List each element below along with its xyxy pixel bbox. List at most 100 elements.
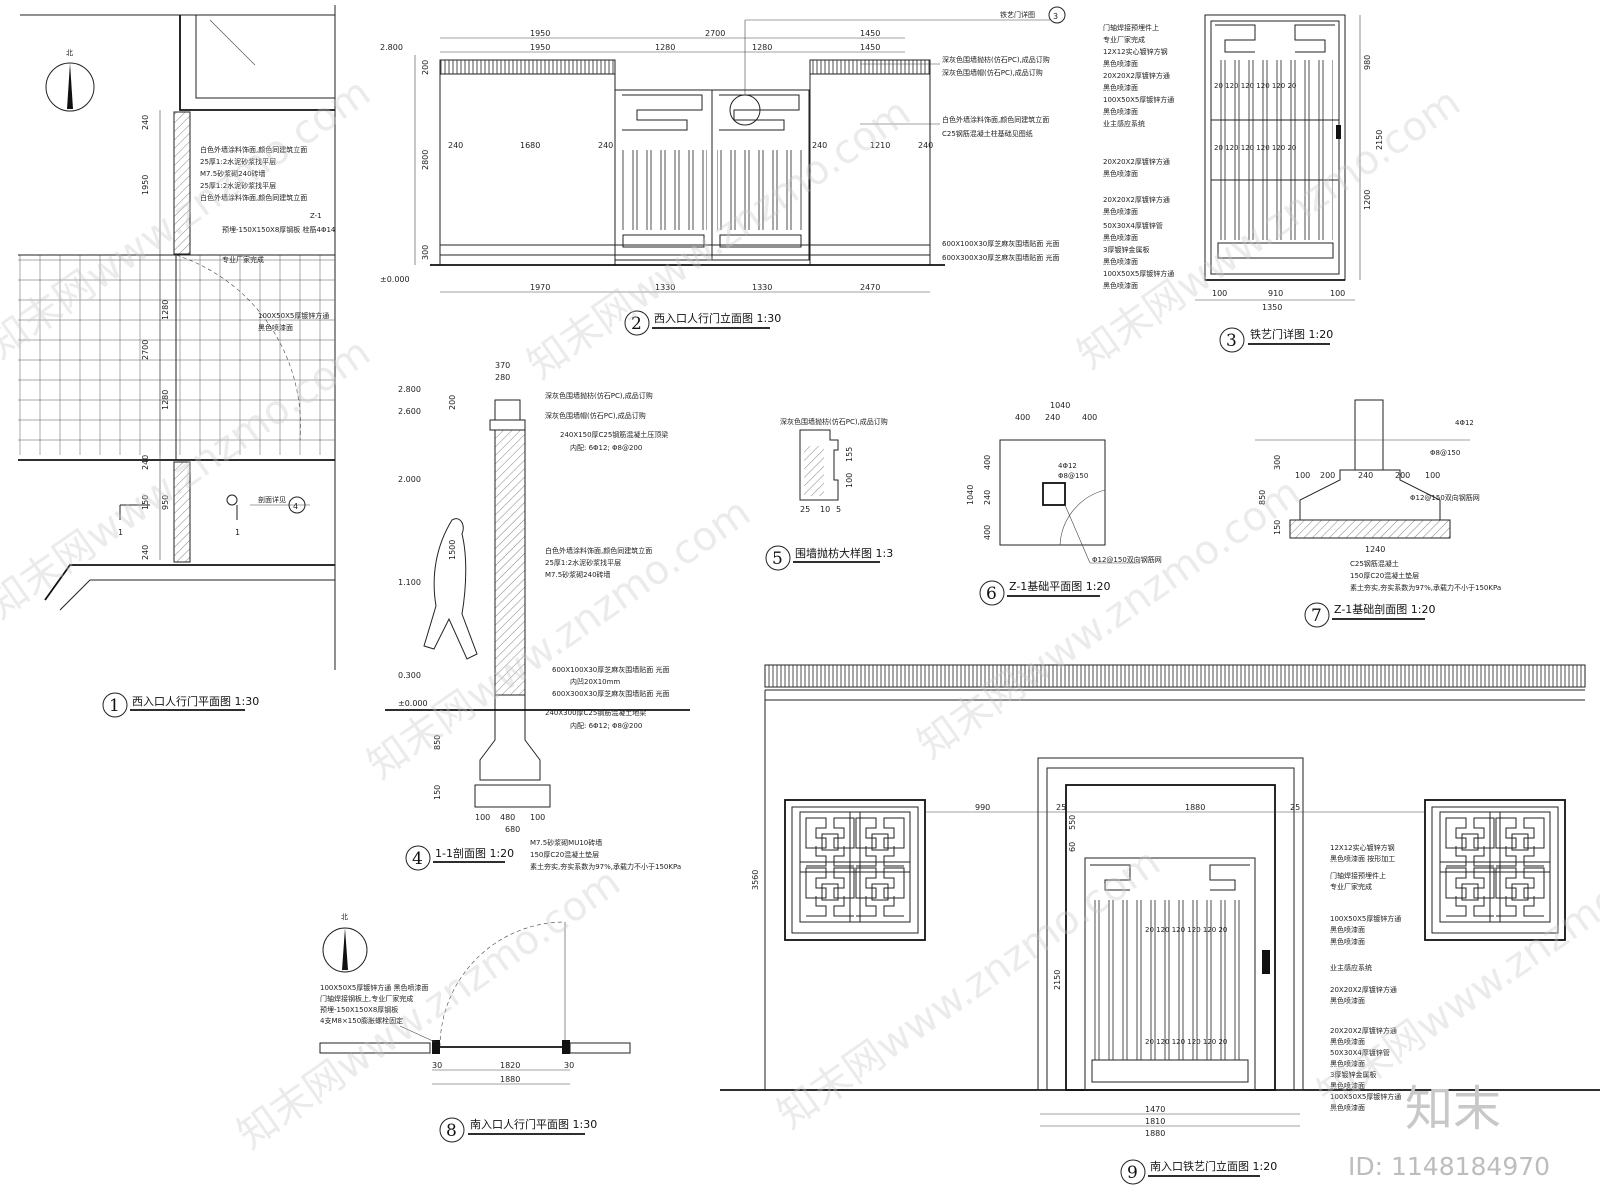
- svg-text:黑色喷漆面: 黑色喷漆面: [1103, 207, 1138, 216]
- svg-text:1950: 1950: [141, 175, 150, 195]
- svg-text:知末网www.znzmo.com: 知末网www.znzmo.com: [359, 489, 758, 788]
- svg-text:Φ12@150双向钢筋网: Φ12@150双向钢筋网: [1410, 493, 1480, 502]
- svg-text:黑色喷漆面: 黑色喷漆面: [1103, 59, 1138, 68]
- svg-text:1330: 1330: [752, 283, 772, 292]
- svg-text:白色外墙涂料饰面,颜色同建筑立面: 白色外墙涂料饰面,颜色同建筑立面: [942, 115, 1049, 124]
- svg-text:1280: 1280: [752, 43, 772, 52]
- svg-text:Z-1: Z-1: [310, 212, 322, 220]
- svg-text:黑色喷漆面: 黑色喷漆面: [1103, 107, 1138, 116]
- svg-text:25厚1:2水泥砂浆找平层: 25厚1:2水泥砂浆找平层: [200, 181, 276, 190]
- svg-text:专业厂家完成: 专业厂家完成: [1330, 882, 1372, 891]
- svg-text:680: 680: [505, 825, 520, 834]
- svg-text:550: 550: [1068, 815, 1077, 830]
- svg-text:黑色喷漆面: 黑色喷漆面: [1330, 937, 1365, 946]
- svg-text:280: 280: [495, 373, 510, 382]
- svg-text:3厚镀锌金属板: 3厚镀锌金属板: [1103, 245, 1149, 254]
- svg-text:1200: 1200: [1363, 190, 1372, 210]
- svg-text:黑色喷漆面: 黑色喷漆面: [1330, 1059, 1365, 1068]
- svg-text:100X50X5厚镀锌方通: 100X50X5厚镀锌方通: [1103, 269, 1174, 278]
- svg-text:150厚C20混凝土垫层: 150厚C20混凝土垫层: [1350, 571, 1419, 580]
- brand-logo: 知末: [1405, 1081, 1501, 1137]
- drawing-3-gate-detail: 门轴焊接预埋件上 专业厂家完成 12X12实心镀锌方钢 黑色喷漆面 20X20X…: [1103, 14, 1384, 353]
- svg-text:Φ8@150: Φ8@150: [1058, 472, 1088, 480]
- svg-text:150厚C20混凝土垫层: 150厚C20混凝土垫层: [530, 850, 599, 859]
- svg-text:2800: 2800: [421, 150, 430, 170]
- drawing-6-plan: 1040 400 240 400 400 240 400 1040 4Φ12 Φ…: [966, 401, 1162, 606]
- svg-text:黑色喷漆面: 黑色喷漆面: [1103, 169, 1138, 178]
- svg-text:100: 100: [475, 813, 490, 822]
- svg-text:20X20X2厚镀锌方通: 20X20X2厚镀锌方通: [1330, 1026, 1397, 1035]
- svg-text:黑色喷漆面: 黑色喷漆面: [1103, 257, 1138, 266]
- svg-text:50X30X4厚镀锌管: 50X30X4厚镀锌管: [1103, 221, 1163, 230]
- svg-text:内配: 6Φ12; Φ8@200: 内配: 6Φ12; Φ8@200: [570, 721, 642, 730]
- drawing-2-title: 西入口人行门立面图 1:30: [654, 311, 781, 325]
- svg-text:1: 1: [118, 528, 123, 537]
- svg-text:2700: 2700: [705, 29, 725, 38]
- svg-text:1970: 1970: [530, 283, 550, 292]
- svg-text:100X50X5厚镀锌方通: 100X50X5厚镀锌方通: [1103, 95, 1174, 104]
- svg-text:25厚1:2水泥砂浆找平层: 25厚1:2水泥砂浆找平层: [545, 558, 621, 567]
- svg-text:黑色喷漆面: 黑色喷漆面: [1330, 925, 1365, 934]
- svg-text:0.300: 0.300: [398, 671, 421, 680]
- svg-text:黑色喷漆面: 黑色喷漆面: [258, 323, 293, 332]
- svg-text:20 120 120 120 120 20: 20 120 120 120 120 20: [1214, 144, 1296, 152]
- drawing-8-title: 南入口人行门平面图 1:30: [470, 1117, 597, 1131]
- d2-notes: 深灰色围墙抛枋(仿石PC),成品订购 深灰色围墙帽(仿石PC),成品订购 白色外…: [860, 55, 1059, 262]
- svg-text:深灰色围墙帽(仿石PC),成品订购: 深灰色围墙帽(仿石PC),成品订购: [545, 411, 646, 420]
- svg-text:60: 60: [1068, 842, 1077, 852]
- drawing-6-number: 6: [986, 584, 997, 604]
- svg-text:白色外墙涂料饰面,颜色同建筑立面: 白色外墙涂料饰面,颜色同建筑立面: [200, 193, 307, 202]
- svg-text:25: 25: [1290, 803, 1300, 812]
- drawing-9-number: 9: [1127, 1163, 1138, 1183]
- svg-text:155: 155: [845, 447, 854, 462]
- svg-text:100X50X5厚镀锌方通 黑色喷漆面: 100X50X5厚镀锌方通 黑色喷漆面: [320, 983, 429, 992]
- svg-text:240: 240: [983, 490, 992, 505]
- svg-text:150: 150: [141, 495, 150, 510]
- d2-dims: 1950 2700 1450 1950 1280 1280 1450 1970 …: [380, 29, 933, 292]
- d9-notes: 12X12实心镀锌方钢 黑色喷漆面 按形加工 门轴焊接预埋件上 专业厂家完成 1…: [1330, 843, 1401, 1112]
- svg-text:黑色喷漆面: 黑色喷漆面: [1330, 1081, 1365, 1090]
- svg-text:20 120 120 120 120 20: 20 120 120 120 120 20: [1145, 1038, 1227, 1046]
- svg-text:2.000: 2.000: [398, 475, 421, 484]
- svg-text:铁艺门详图: 铁艺门详图: [1000, 10, 1035, 19]
- svg-text:100: 100: [1212, 289, 1227, 298]
- svg-text:25厚1:2水泥砂浆找平层: 25厚1:2水泥砂浆找平层: [200, 157, 276, 166]
- svg-text:1880: 1880: [500, 1075, 520, 1084]
- svg-text:600X300X30厚芝麻灰围墙贴面 光面: 600X300X30厚芝麻灰围墙贴面 光面: [552, 689, 669, 698]
- drawing-5-detail: 深灰色围墙抛枋(仿石PC),成品订购 25 10 5 155 100 5 围墙抛…: [765, 417, 893, 571]
- svg-text:3560: 3560: [751, 870, 760, 890]
- svg-text:剖面详见: 剖面详见: [258, 495, 286, 504]
- svg-text:1950: 1950: [530, 29, 550, 38]
- drawing-1-number: 1: [109, 696, 120, 716]
- svg-text:±0.000: ±0.000: [398, 699, 428, 708]
- svg-text:Φ8@150: Φ8@150: [1430, 449, 1460, 457]
- svg-text:20X20X2厚镀锌方通: 20X20X2厚镀锌方通: [1330, 985, 1397, 994]
- image-id: ID: 1148184970: [1348, 1152, 1550, 1181]
- svg-text:M7.5砂浆砌240砖墙: M7.5砂浆砌240砖墙: [200, 169, 266, 178]
- svg-text:400: 400: [1015, 413, 1030, 422]
- svg-text:240: 240: [141, 545, 150, 560]
- svg-text:黑色喷漆面: 黑色喷漆面: [1103, 233, 1138, 242]
- svg-text:±0.000: ±0.000: [380, 275, 410, 284]
- svg-text:1330: 1330: [655, 283, 675, 292]
- svg-text:300: 300: [1273, 455, 1282, 470]
- svg-text:2.600: 2.600: [398, 407, 421, 416]
- drawing-9-title: 南入口铁艺门立面图 1:20: [1150, 1159, 1277, 1173]
- drawing-5-title: 围墙抛枋大样图 1:3: [795, 546, 893, 560]
- svg-text:M7.5砂浆砌240砖墙: M7.5砂浆砌240砖墙: [545, 570, 611, 579]
- svg-text:深灰色围墙帽(仿石PC),成品订购: 深灰色围墙帽(仿石PC),成品订购: [942, 68, 1043, 77]
- svg-text:C25钢筋混凝土柱基础见图纸: C25钢筋混凝土柱基础见图纸: [942, 129, 1033, 138]
- svg-text:内配: 6Φ12; Φ8@200: 内配: 6Φ12; Φ8@200: [570, 443, 642, 452]
- svg-text:预埋-150X150X8厚钢板 栓筋4Φ14: 预埋-150X150X8厚钢板 栓筋4Φ14: [222, 225, 336, 234]
- svg-text:黑色喷漆面: 黑色喷漆面: [1330, 1103, 1365, 1112]
- svg-text:400: 400: [1082, 413, 1097, 422]
- svg-text:10: 10: [820, 505, 830, 514]
- svg-text:600X100X30厚芝麻灰围墙贴面 光面: 600X100X30厚芝麻灰围墙贴面 光面: [942, 239, 1059, 248]
- svg-text:1240: 1240: [1365, 545, 1385, 554]
- svg-text:2.800: 2.800: [398, 385, 421, 394]
- drawing-8-number: 8: [446, 1121, 457, 1141]
- svg-text:200: 200: [1395, 471, 1410, 480]
- svg-text:1: 1: [235, 528, 240, 537]
- svg-text:990: 990: [975, 803, 990, 812]
- svg-text:2.800: 2.800: [380, 43, 403, 52]
